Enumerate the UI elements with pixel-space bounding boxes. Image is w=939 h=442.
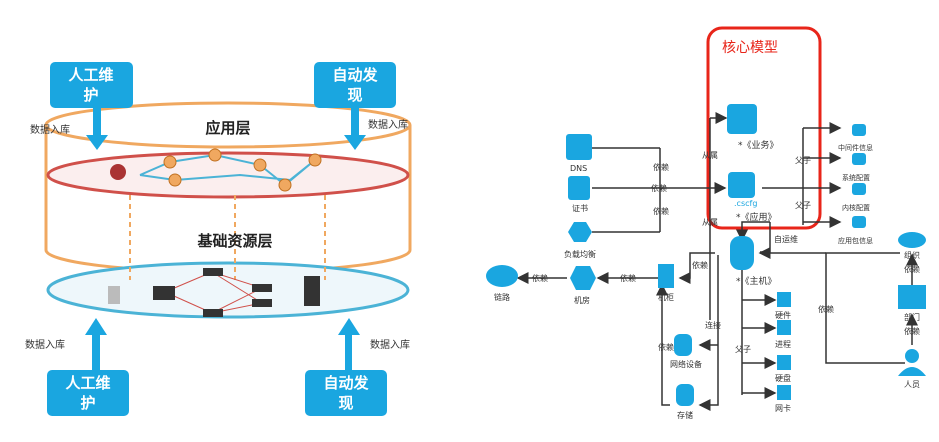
svg-text:连接: 连接 [705, 320, 721, 330]
svg-text:从属: 从属 [702, 218, 718, 227]
svg-text:依赖: 依赖 [904, 264, 920, 274]
svg-text:依赖: 依赖 [658, 342, 674, 352]
process-label: 进程 [775, 340, 791, 349]
pkg-icon [852, 216, 866, 228]
nic-label: 网卡 [775, 403, 791, 413]
svg-text:护: 护 [80, 394, 95, 412]
svg-text:人工维: 人工维 [65, 374, 110, 392]
base-layer-ellipse [46, 261, 410, 319]
svg-text:自运维: 自运维 [774, 234, 798, 244]
rack-icon [658, 264, 674, 288]
disk-icon [777, 355, 791, 370]
room-icon [570, 266, 596, 290]
svg-text:护: 护 [83, 86, 98, 104]
sysconf-icon [852, 153, 866, 165]
host-label: *《主机》 [736, 275, 777, 287]
data-in-label: 数据入库 [25, 338, 65, 351]
cert-icon [568, 176, 590, 200]
load-balancer-icon [568, 222, 592, 242]
data-in-label: 数据入库 [368, 118, 408, 131]
link-label: 链路 [494, 292, 510, 302]
nic-icon [777, 385, 791, 400]
person-label: 人员 [904, 380, 920, 389]
dept-icon [898, 285, 926, 309]
org-label: 组织 [904, 250, 920, 260]
host-icon [730, 236, 754, 270]
cert-label: 证书 [572, 203, 588, 213]
hardware-label: 硬件 [775, 310, 791, 320]
netdev-icon [674, 334, 692, 356]
base-layer-label: 基础资源层 [196, 232, 272, 250]
app-layer-label: 应用层 [205, 119, 250, 137]
room-label: 机房 [574, 295, 590, 305]
kernel-label: 内核配置 [842, 203, 870, 212]
dept-label: 部门 [904, 312, 920, 322]
kernel-icon [852, 183, 866, 195]
svg-text:父子: 父子 [795, 156, 811, 165]
layer-cylinder [44, 101, 412, 319]
svg-text:现: 现 [338, 394, 353, 412]
application-label: *《应用》 [736, 211, 777, 223]
data-in-label: 数据入库 [370, 338, 410, 351]
middleware-label: 中间件信息 [838, 143, 873, 152]
svg-text:父子: 父子 [735, 345, 751, 354]
svg-text:人工维: 人工维 [68, 66, 113, 84]
svg-text:依赖: 依赖 [620, 273, 636, 283]
cscfg-label: .cscfg [734, 199, 757, 208]
svg-text:自动发: 自动发 [332, 66, 378, 84]
svg-text:依赖: 依赖 [692, 260, 708, 270]
application-icon [728, 172, 755, 198]
dns-label: DNS [570, 164, 587, 173]
storage-label: 存储 [677, 410, 693, 420]
link-cloud-icon [486, 265, 518, 287]
sysconf-label: 系统配置 [842, 173, 870, 182]
rack-label: 机柜 [658, 292, 674, 302]
process-icon [777, 320, 791, 335]
storage-icon [676, 384, 694, 406]
data-in-label: 数据入库 [30, 123, 70, 136]
business-label: *《业务》 [738, 139, 779, 151]
person-icon [905, 349, 919, 363]
svg-text:从属: 从属 [702, 151, 718, 160]
svg-text:依赖: 依赖 [653, 206, 669, 216]
svg-text:依赖: 依赖 [651, 183, 667, 193]
dns-icon [566, 134, 592, 160]
svg-text:依赖: 依赖 [818, 304, 834, 314]
svg-text:依赖: 依赖 [532, 273, 548, 283]
hardware-icon [777, 292, 791, 307]
org-icon [898, 232, 926, 248]
svg-text:依赖: 依赖 [904, 326, 920, 336]
business-icon [727, 104, 757, 134]
svg-text:父子: 父子 [795, 201, 811, 210]
svg-text:依赖: 依赖 [653, 162, 669, 172]
middleware-icon [852, 124, 866, 136]
disk-label: 硬盘 [775, 373, 791, 383]
lb-label: 负载均衡 [564, 249, 596, 259]
svg-text:自动发: 自动发 [323, 374, 369, 392]
svg-text:现: 现 [347, 86, 362, 104]
core-model-title: 核心模型 [722, 40, 778, 56]
netdev-label: 网络设备 [670, 359, 702, 369]
pkg-label: 应用包信息 [838, 236, 873, 245]
